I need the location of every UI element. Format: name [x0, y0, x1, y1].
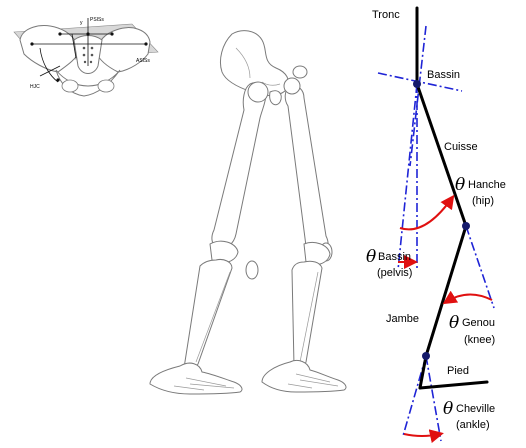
- trunk-label: Tronc: [372, 9, 400, 21]
- y-axis-label: y: [80, 20, 83, 26]
- shank-axis-extension: [426, 356, 441, 441]
- pelvis-angle-english: (pelvis): [377, 267, 412, 279]
- pelvis-label: Bassin: [427, 69, 460, 81]
- foot-segment: [420, 382, 487, 388]
- thigh-segment: [417, 84, 466, 226]
- hip-angle-english: (hip): [472, 195, 494, 207]
- asis-label: ASISs: [136, 58, 150, 64]
- right-obturator: [98, 80, 114, 92]
- pelvis-inset: y PSISs ASISs HJC: [14, 17, 158, 96]
- knee-theta-symbol: θ: [449, 313, 459, 333]
- tibia-front: [184, 259, 232, 370]
- kinematic-model: Tronc Bassin Cuisse Jambe Pied θ Hanche …: [366, 8, 506, 441]
- hip-angle-arrow: [400, 198, 452, 229]
- pelvis-joint: [413, 80, 421, 88]
- foot-label: Pied: [447, 365, 469, 377]
- femur-back: [285, 86, 328, 255]
- skeleton-legs: [150, 31, 346, 394]
- foot-front: [150, 363, 242, 394]
- tibia-back: [292, 261, 322, 368]
- femur-front: [212, 83, 266, 249]
- ankle-link: [420, 356, 426, 388]
- ankle-angle-name: Cheville: [456, 403, 495, 415]
- pelvis-angle-name: Bassin: [378, 251, 411, 263]
- reference-axes: [378, 26, 494, 441]
- patella-front: [246, 261, 258, 279]
- knee-joint: [462, 222, 470, 230]
- hip-theta-symbol: θ: [455, 175, 465, 195]
- ankle-angle-label: θ Cheville (ankle): [443, 399, 495, 431]
- knee-angle-english: (knee): [464, 334, 495, 346]
- shank-segment: [426, 226, 466, 356]
- pelvis-axis-extension: [398, 84, 417, 270]
- knee-angle-label: θ Genou (knee): [449, 313, 495, 346]
- hjc-label: HJC: [30, 84, 40, 90]
- ankle-theta-symbol: θ: [443, 399, 453, 419]
- psis-label: PSISs: [90, 17, 104, 23]
- knee-angle-name: Genou: [462, 317, 495, 329]
- pelvis-theta-symbol: θ: [366, 247, 376, 267]
- pubic-symphysis: [293, 66, 307, 78]
- ankle-angle-arrow: [404, 434, 440, 436]
- hip-angle-name: Hanche: [468, 179, 506, 191]
- ankle-joint: [422, 352, 430, 360]
- left-obturator: [62, 80, 78, 92]
- knee-angle-arrow: [446, 294, 492, 302]
- thigh-label: Cuisse: [444, 141, 478, 153]
- hip-angle-label: θ Hanche (hip): [455, 175, 506, 207]
- shank-label: Jambe: [386, 313, 419, 325]
- ankle-angle-english: (ankle): [456, 419, 490, 431]
